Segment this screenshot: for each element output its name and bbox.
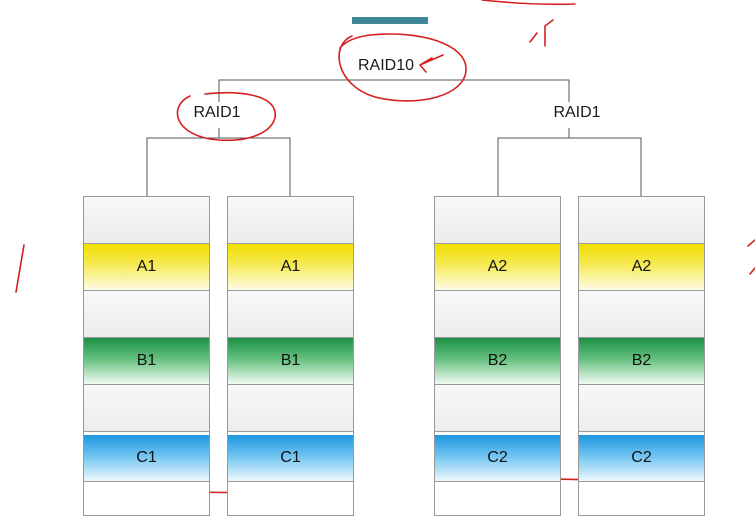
connectors — [146, 79, 642, 196]
arrow-annotation — [419, 54, 444, 73]
top-squiggle-annotation — [481, 0, 576, 6]
disk-segment: A1 — [228, 244, 353, 291]
left-margin-mark-annotation — [15, 244, 25, 293]
segment-label — [435, 197, 560, 243]
right-group-connector — [497, 137, 642, 196]
segment-label — [228, 385, 353, 431]
segment-label — [84, 197, 209, 243]
disk-4: A2 B2 C2 — [578, 196, 705, 516]
disk-segment: A1 — [84, 244, 209, 291]
disk-segment: C1 — [84, 435, 209, 482]
segment-label: A2 — [631, 258, 652, 275]
disk-segment — [435, 197, 560, 244]
raid10-circle-annotation — [338, 33, 467, 102]
left-group-connector — [146, 137, 291, 196]
disk-segment — [579, 197, 704, 244]
raid1-label-left: RAID1 — [193, 104, 241, 121]
segment-label: C2 — [487, 449, 508, 466]
segment-label — [579, 291, 704, 337]
segment-label: A1 — [280, 258, 301, 275]
root-connector — [218, 79, 570, 102]
disk-segment: B2 — [579, 338, 704, 385]
disk-segment — [228, 197, 353, 244]
segment-label: B2 — [487, 352, 508, 369]
raid10-label: RAID10 — [357, 57, 415, 74]
segment-label: A1 — [136, 258, 157, 275]
segment-label: B2 — [631, 352, 652, 369]
segment-label: A2 — [487, 258, 508, 275]
disk-segment — [84, 291, 209, 338]
disk-1: A1 B1 C1 — [83, 196, 210, 516]
disk-segment — [84, 385, 209, 432]
segment-label — [579, 385, 704, 431]
segment-label: C1 — [280, 449, 301, 466]
disk-segment — [228, 385, 353, 432]
disk-segment: C1 — [228, 435, 353, 482]
disk-segment — [579, 291, 704, 338]
raid1-label-right: RAID1 — [553, 104, 601, 121]
disk-segment — [435, 385, 560, 432]
disk-3: A2 B2 C2 — [434, 196, 561, 516]
segment-label: B1 — [136, 352, 157, 369]
disk-2: A1 B1 C1 — [227, 196, 354, 516]
raid1-circle-annotation — [176, 91, 276, 142]
segment-label — [228, 197, 353, 243]
disk-segment: C2 — [579, 435, 704, 482]
disk-segment: B2 — [435, 338, 560, 385]
check-mark-annotation — [529, 19, 554, 47]
disk-segment: B1 — [84, 338, 209, 385]
title-bar — [352, 17, 428, 24]
segment-label: B1 — [280, 352, 301, 369]
disk-segment — [435, 291, 560, 338]
segment-label — [579, 197, 704, 243]
disk-segment — [84, 197, 209, 244]
segment-label — [435, 385, 560, 431]
segment-label: C1 — [136, 449, 157, 466]
segment-label: C2 — [631, 449, 652, 466]
right-margin-mark-annotation — [747, 239, 755, 275]
disk-segment: A2 — [579, 244, 704, 291]
disk-segment: A2 — [435, 244, 560, 291]
segment-label — [435, 291, 560, 337]
disk-segment: B1 — [228, 338, 353, 385]
disk-segment — [228, 291, 353, 338]
segment-label — [84, 385, 209, 431]
segment-label — [228, 291, 353, 337]
disk-segment: C2 — [435, 435, 560, 482]
segment-label — [84, 291, 209, 337]
disk-segment — [579, 385, 704, 432]
